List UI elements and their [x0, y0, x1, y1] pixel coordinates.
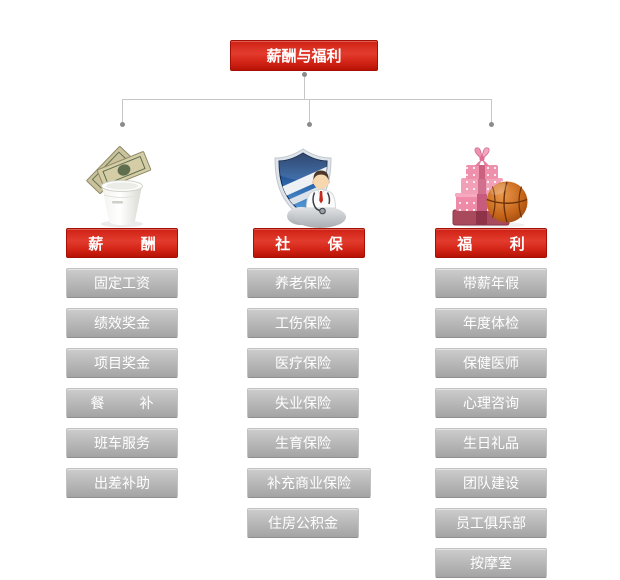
node-item-label: 固定工资 — [94, 276, 150, 292]
node-item-label: 带薪年假 — [463, 276, 519, 292]
node-item: 绩效奖金 — [66, 308, 178, 338]
node-item-label: 班车服务 — [94, 436, 150, 452]
column-salary: 薪酬 固定工资 绩效奖金 项目奖金 餐补 班车服务 出差补助 — [48, 145, 196, 498]
connector-dot — [307, 122, 312, 127]
node-item: 班车服务 — [66, 428, 178, 458]
node-item: 保健医师 — [435, 348, 547, 378]
column-header-label: 社保 — [275, 234, 381, 253]
node-item: 项目奖金 — [66, 348, 178, 378]
node-item-label: 出差补助 — [94, 476, 150, 492]
column-icon — [451, 145, 531, 228]
connector-line — [491, 99, 492, 123]
node-item-label: 养老保险 — [275, 276, 331, 292]
node-item: 心理咨询 — [435, 388, 547, 418]
node-item: 年度体检 — [435, 308, 547, 338]
connector-dot — [120, 122, 125, 127]
node-item: 生育保险 — [247, 428, 359, 458]
connector-dot — [302, 72, 307, 77]
node-item-label: 按摩室 — [470, 556, 512, 572]
node-item: 员工俱乐部 — [435, 508, 547, 538]
node-item-label: 餐补 — [90, 396, 189, 412]
root-node: 薪酬与福利 — [230, 40, 378, 71]
connector-dot — [489, 122, 494, 127]
node-item-label: 医疗保险 — [275, 356, 331, 372]
column-items: 固定工资 绩效奖金 项目奖金 餐补 班车服务 出差补助 — [66, 258, 178, 498]
node-item-label: 保健医师 — [463, 356, 519, 372]
node-item: 出差补助 — [66, 468, 178, 498]
column-social-security: 社保 养老保险 工伤保险 医疗保险 失业保险 生育保险 补充商业保险 住房公积金 — [235, 145, 383, 538]
node-item-label: 工伤保险 — [275, 316, 331, 332]
column-welfare: 福利 带薪年假 年度体检 保健医师 心理咨询 生日礼品 团队建设 员工俱乐部 按… — [417, 145, 565, 578]
node-item: 补充商业保险 — [247, 468, 371, 498]
node-item-label: 生日礼品 — [463, 436, 519, 452]
node-item-label: 年度体检 — [463, 316, 519, 332]
node-item-label: 员工俱乐部 — [456, 516, 526, 532]
node-item: 生日礼品 — [435, 428, 547, 458]
node-item: 工伤保险 — [247, 308, 359, 338]
column-header: 社保 — [253, 228, 365, 258]
connector-line — [122, 99, 123, 123]
column-header-label: 薪酬 — [88, 234, 194, 253]
node-item-label: 生育保险 — [275, 436, 331, 452]
connector-line — [309, 99, 310, 123]
node-item: 养老保险 — [247, 268, 359, 298]
node-item-label: 补充商业保险 — [267, 476, 351, 492]
column-header: 福利 — [435, 228, 547, 258]
node-item-label: 心理咨询 — [463, 396, 519, 412]
node-item-label: 失业保险 — [275, 396, 331, 412]
shield-doctor-icon — [274, 148, 346, 228]
node-item: 团队建设 — [435, 468, 547, 498]
column-items: 养老保险 工伤保险 医疗保险 失业保险 生育保险 补充商业保险 住房公积金 — [247, 258, 371, 538]
node-item-label: 绩效奖金 — [94, 316, 150, 332]
root-title: 薪酬与福利 — [266, 47, 342, 65]
node-item-label: 项目奖金 — [94, 356, 150, 372]
column-items: 带薪年假 年度体检 保健医师 心理咨询 生日礼品 团队建设 员工俱乐部 按摩室 — [435, 258, 547, 578]
connector-line — [122, 99, 491, 100]
column-icon — [269, 145, 349, 228]
column-header-label: 福利 — [457, 234, 563, 253]
node-item-label: 团队建设 — [463, 476, 519, 492]
gift-basketball-icon — [452, 147, 528, 228]
connector-line — [304, 77, 305, 99]
node-item: 按摩室 — [435, 548, 547, 578]
column-icon — [82, 145, 162, 228]
money-cup-icon — [86, 146, 152, 228]
node-item-label: 住房公积金 — [268, 516, 338, 532]
node-item: 住房公积金 — [247, 508, 359, 538]
node-item: 失业保险 — [247, 388, 359, 418]
node-item: 医疗保险 — [247, 348, 359, 378]
node-item: 固定工资 — [66, 268, 178, 298]
node-item: 带薪年假 — [435, 268, 547, 298]
node-item: 餐补 — [66, 388, 178, 418]
column-header: 薪酬 — [66, 228, 178, 258]
